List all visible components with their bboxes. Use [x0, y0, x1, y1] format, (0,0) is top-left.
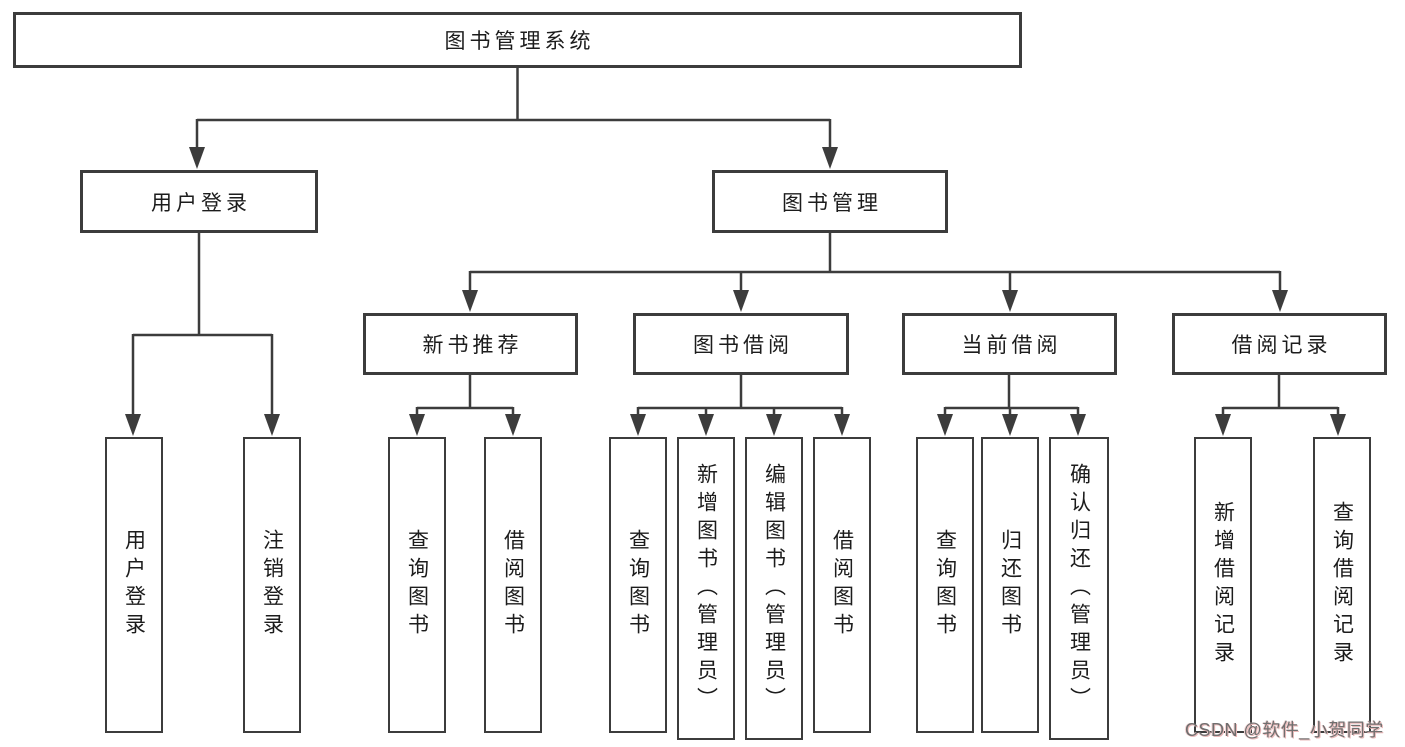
leaf-label: 新增图书（管理员） — [694, 462, 718, 715]
leaf-label: 查询借阅记录 — [1330, 501, 1354, 669]
leaf-confirm-return-admin: 确认归还（管理员） — [1049, 437, 1109, 740]
leaf-borrow-book-recommend: 借阅图书 — [484, 437, 542, 733]
leaf-edit-book-admin: 编辑图书（管理员） — [745, 437, 803, 740]
leaf-label: 查询图书 — [626, 529, 650, 641]
node-root: 图书管理系统 — [13, 12, 1022, 68]
leaf-label: 归还图书 — [998, 529, 1022, 641]
csdn-watermark: CSDN @软件_小贺同学 — [1185, 720, 1384, 740]
arrow-down-icons — [125, 147, 1346, 436]
leaf-user-login: 用户登录 — [105, 437, 163, 733]
leaf-label: 查询图书 — [405, 529, 429, 641]
leaf-label: 查询图书 — [933, 529, 957, 641]
leaf-add-borrow-record: 新增借阅记录 — [1194, 437, 1252, 733]
leaf-label: 确认归还（管理员） — [1067, 462, 1091, 715]
leaf-logout-login: 注销登录 — [243, 437, 301, 733]
leaf-query-book-recommend: 查询图书 — [388, 437, 446, 733]
leaf-query-book-borrow: 查询图书 — [609, 437, 667, 733]
leaf-label: 借阅图书 — [501, 529, 525, 641]
leaf-add-book-admin: 新增图书（管理员） — [677, 437, 735, 740]
node-borrow-record: 借阅记录 — [1172, 313, 1387, 375]
node-user-login: 用户登录 — [80, 170, 318, 233]
leaf-borrow-book: 借阅图书 — [813, 437, 871, 733]
leaf-label: 新增借阅记录 — [1211, 501, 1235, 669]
node-current-borrow: 当前借阅 — [902, 313, 1117, 375]
leaf-label: 用户登录 — [122, 529, 146, 641]
leaf-query-book-current: 查询图书 — [916, 437, 974, 733]
node-book-management: 图书管理 — [712, 170, 948, 233]
leaf-query-borrow-record: 查询借阅记录 — [1313, 437, 1371, 733]
leaf-label: 借阅图书 — [830, 529, 854, 641]
leaf-label: 编辑图书（管理员） — [762, 462, 786, 715]
node-new-book-recommend: 新书推荐 — [363, 313, 578, 375]
leaf-return-book: 归还图书 — [981, 437, 1039, 733]
leaf-label: 注销登录 — [260, 529, 284, 641]
node-book-borrow: 图书借阅 — [633, 313, 849, 375]
